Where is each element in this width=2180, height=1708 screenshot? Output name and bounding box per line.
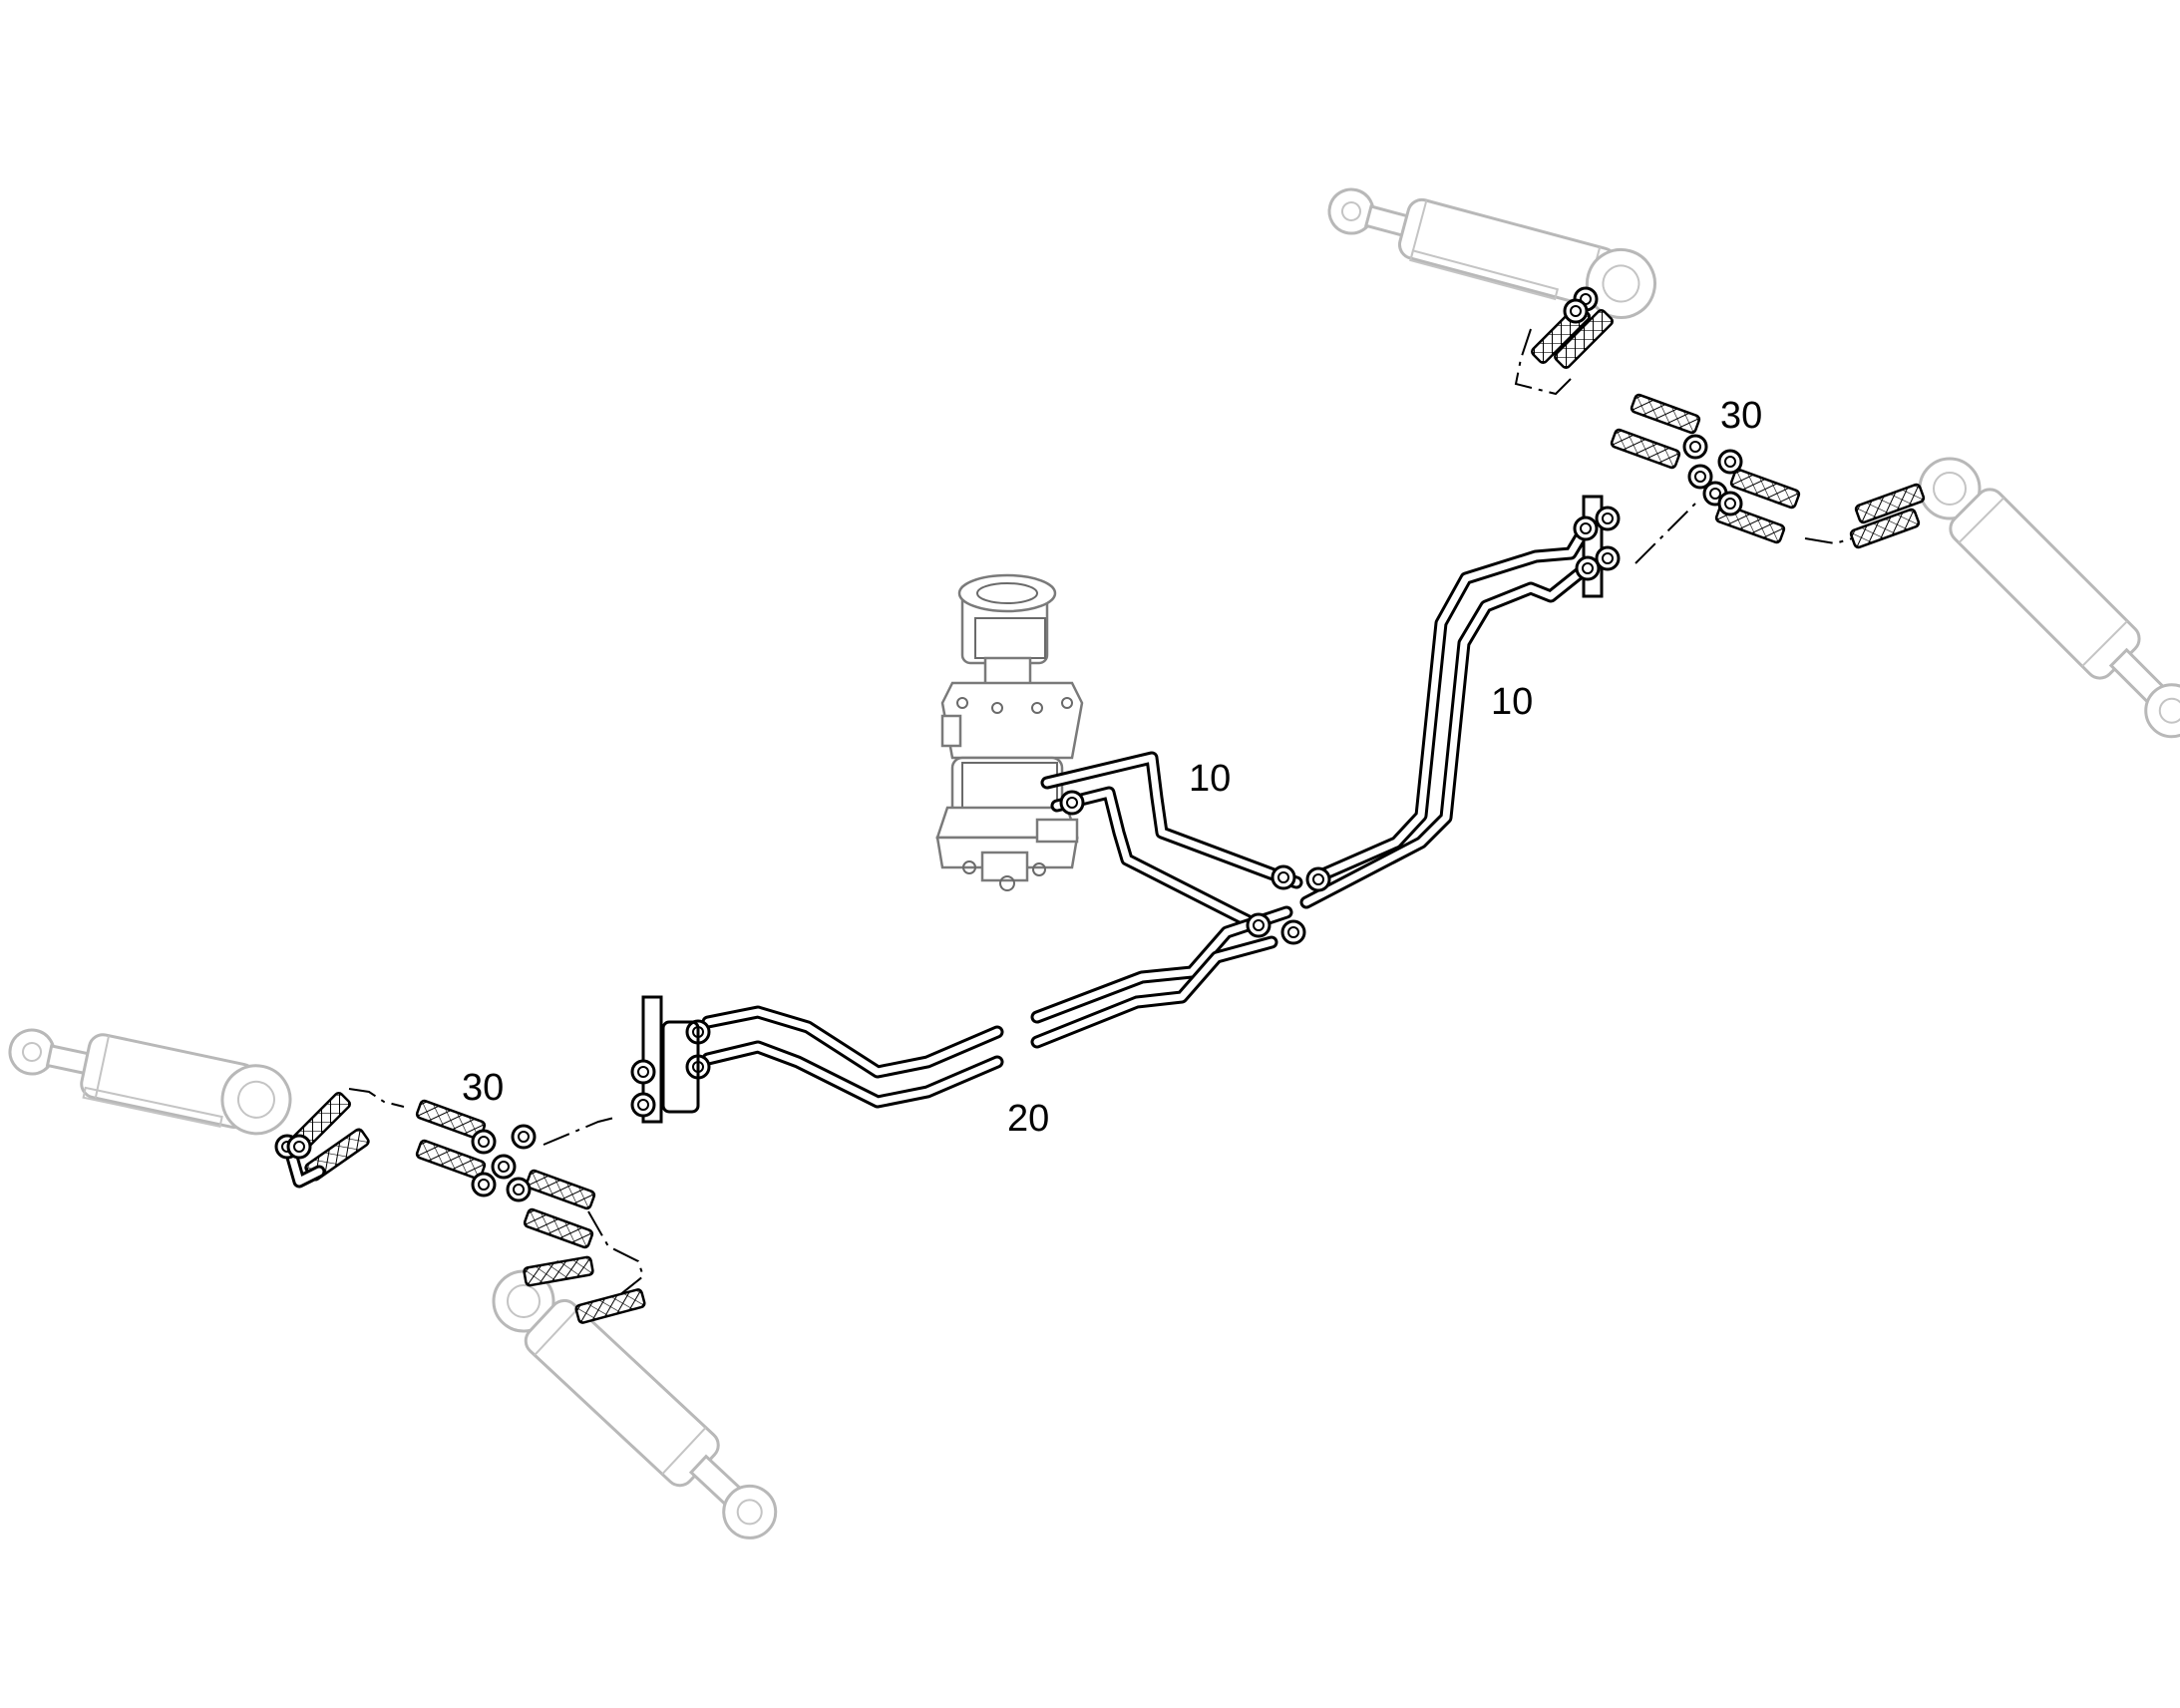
hose-group-right	[1514, 286, 1927, 564]
steering-cylinder-upper-right	[1327, 187, 1656, 319]
callout-label-20: 20	[1007, 1098, 1050, 1140]
steering-cylinder-right	[1918, 457, 2180, 739]
bulkhead-bracket-left	[630, 995, 711, 1124]
pipe-assembly-10	[1040, 521, 1593, 932]
callout-label-30-right: 30	[1720, 395, 1763, 437]
tee-fittings-center	[1059, 790, 1331, 945]
steering-unit	[935, 573, 1084, 891]
pipe-assembly-20	[701, 905, 1293, 1109]
callout-label-10-center: 10	[1189, 758, 1232, 800]
hose-group-left	[274, 1088, 647, 1325]
steering-cylinder-lower-left	[492, 1269, 778, 1539]
callout-label-30-left: 30	[462, 1067, 505, 1109]
bulkhead-bracket-right	[1573, 495, 1621, 598]
steering-cylinder-left	[8, 1028, 292, 1136]
callout-label-10-right: 10	[1491, 681, 1534, 723]
